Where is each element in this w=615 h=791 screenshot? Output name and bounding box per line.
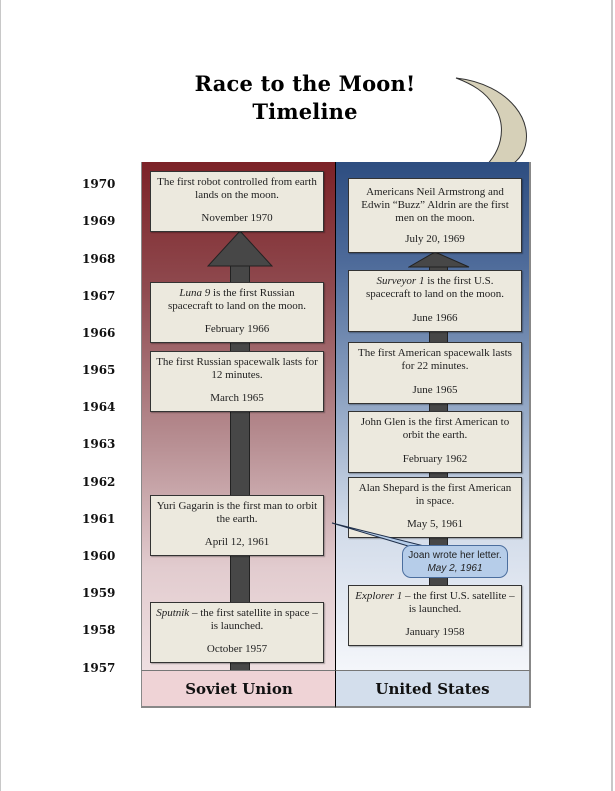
us-event-1962: John Glen is the first American to orbit… bbox=[348, 411, 522, 473]
united-states-label: United States bbox=[335, 670, 531, 708]
callout-date: May 2, 1961 bbox=[427, 563, 483, 574]
page-border-right bbox=[611, 0, 613, 791]
soviet-event-1957: Sputnik – the first satellite in space –… bbox=[150, 602, 324, 663]
year-label: 1970 bbox=[82, 177, 116, 191]
year-label: 1962 bbox=[82, 475, 116, 489]
year-label: 1958 bbox=[82, 623, 116, 637]
soviet-union-label: Soviet Union bbox=[141, 670, 336, 708]
title-line-2: Timeline bbox=[252, 99, 358, 124]
soviet-event-1965: The first Russian spacewalk lasts for 12… bbox=[150, 351, 324, 412]
callout-bubble: Joan wrote her letter. May 2, 1961 bbox=[402, 545, 508, 578]
year-label: 1965 bbox=[82, 363, 116, 377]
soviet-arrowhead-icon bbox=[207, 230, 273, 267]
year-label: 1961 bbox=[82, 512, 116, 526]
year-label: 1968 bbox=[82, 252, 116, 266]
page-title: Race to the Moon! Timeline bbox=[150, 70, 460, 126]
us-event-1966: Surveyor 1 is the first U.S. spacecraft … bbox=[348, 270, 522, 332]
year-label: 1966 bbox=[82, 326, 116, 340]
page-border-left bbox=[0, 0, 1, 791]
title-line-1: Race to the Moon! bbox=[194, 71, 416, 96]
year-label: 1963 bbox=[82, 437, 116, 451]
callout-text: Joan wrote her letter. bbox=[408, 550, 502, 561]
soviet-event-1966: Luna 9 is the first Russian spacecraft t… bbox=[150, 282, 324, 343]
year-label: 1960 bbox=[82, 549, 116, 563]
us-event-1965: The first American spacewalk lasts for 2… bbox=[348, 342, 522, 404]
us-event-1969: Americans Neil Armstrong and Edwin “Buzz… bbox=[348, 178, 522, 253]
us-arrowhead-icon bbox=[408, 251, 470, 268]
year-label: 1957 bbox=[82, 661, 116, 675]
year-label: 1959 bbox=[82, 586, 116, 600]
us-event-1958: Explorer 1 – the first U.S. satellite – … bbox=[348, 585, 522, 646]
us-event-1961: Alan Shepard is the first American in sp… bbox=[348, 477, 522, 538]
soviet-event-1961: Yuri Gagarin is the first man to orbit t… bbox=[150, 495, 324, 556]
year-label: 1964 bbox=[82, 400, 116, 414]
year-label: 1967 bbox=[82, 289, 116, 303]
year-label: 1969 bbox=[82, 214, 116, 228]
soviet-event-1970: The first robot controlled from earth la… bbox=[150, 171, 324, 232]
